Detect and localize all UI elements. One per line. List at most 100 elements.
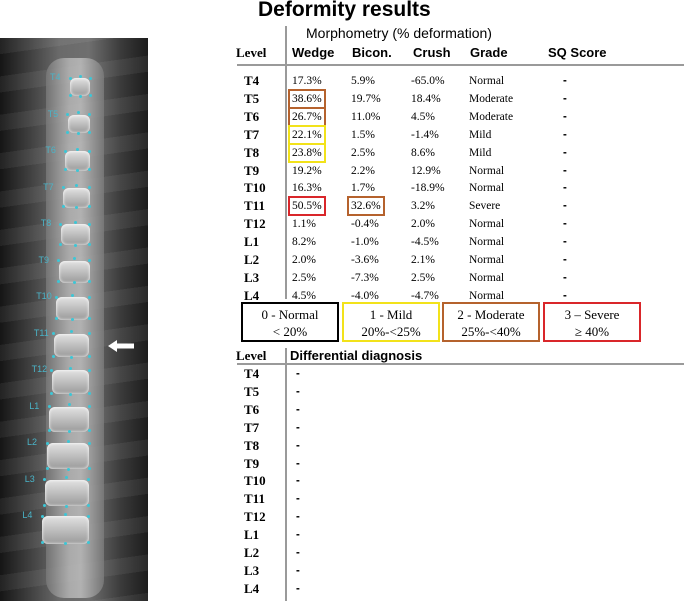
vertebra-label: L3 [24,473,35,484]
table-divider-vertical [285,26,287,299]
landmark-dot [87,541,91,545]
cell-grade: Normal [469,182,505,195]
diagnosis-row: T8- [0,438,685,456]
landmark-dot [68,366,72,370]
landmark-dot [87,514,91,518]
landmark-dot [50,368,54,372]
row-level: L1 [244,234,260,250]
row-level: T6 [244,108,260,124]
row-level: T5 [244,90,260,106]
landmark-dot [88,242,92,246]
landmark-dot [87,441,91,445]
landmark-dot [78,74,82,78]
table-subtitle: Morphometry (% deformation) [306,25,492,41]
vertebra-label: L1 [29,400,40,411]
cell-bicon: 11.0% [351,110,381,123]
diagnosis-value: - [296,403,300,416]
header-wedge: Wedge [292,45,335,60]
diagnosis-level: T5 [244,383,260,399]
header-grade: Grade [470,45,508,60]
diagnosis-row: T5- [0,384,685,402]
vertebra-label: T12 [31,364,48,374]
vertebra-body [56,297,90,320]
legend-normal: 0 - Normal < 20% [241,302,339,342]
cell-wedge: 1.1% [292,218,316,231]
vertebra-label: T6 [45,145,56,155]
row-level: L4 [244,287,260,303]
cell-crush: 8.6% [411,146,435,159]
cell-grade: Moderate [469,110,514,123]
vertebra-label: T4 [50,72,61,82]
landmark-dot [72,257,76,260]
landmark-dot [66,130,70,134]
landmark-dot [87,503,91,507]
landmark-dot [45,466,49,470]
diagnosis-value: - [296,493,300,506]
cell-sq: - [563,92,567,105]
landmark-dot [73,243,77,247]
landmark-dot [87,332,91,335]
cell-bicon: -4.0% [351,289,379,302]
page-title: Deformity results [258,0,431,21]
cell-crush: 2.5% [411,271,435,284]
cell-wedge: 22.1% [288,124,326,145]
landmark-dot [64,542,68,546]
landmark-dot [43,478,47,481]
landmark-dot [72,281,76,284]
legend-moderate: 2 - Moderate 25%-<40% [442,302,540,342]
landmark-dot [68,93,72,97]
landmark-dot [87,295,91,299]
diagnosis-value: - [296,547,300,559]
legend-severe-range: ≥ 40% [574,324,610,339]
landmark-dot [88,93,92,97]
landmark-dot [70,355,74,359]
cell-grade: Normal [469,289,505,302]
cell-crush: 18.4% [411,92,441,105]
landmark-dot [66,113,70,116]
diagnosis-value: - [296,457,300,470]
cell-grade: Normal [469,164,505,177]
row-level: T12 [244,216,266,232]
vertebra-body [47,443,89,469]
cell-sq: - [563,164,567,177]
vertebra-body [53,333,90,358]
cell-crush: 4.5% [411,110,435,123]
cell-wedge: 26.7% [288,106,326,127]
landmark-dot [88,259,91,262]
landmark-dot [54,317,58,321]
cell-wedge: 4.5% [292,289,316,302]
landmark-dot [88,222,92,226]
vertebra-body [58,260,90,283]
vertebra-label: L4 [22,510,33,520]
legend-moderate-title: 2 - Moderate [457,307,525,322]
landmark-dot [64,512,68,516]
diagnosis-row: T6- [0,402,685,420]
cell-crush: -1.4% [411,128,439,141]
cell-wedge: 16.3% [292,182,322,195]
legend-mild: 1 - Mild 20%-<25% [342,302,440,342]
landmark-dot [74,206,78,210]
cell-grade: Normal [469,254,505,266]
diagnosis-row: T9- [0,456,685,474]
landmark-dot [47,405,51,408]
landmark-dot [77,111,81,114]
cell-sq: - [563,236,567,249]
row-level: T10 [244,180,266,196]
spine-column [46,58,104,598]
cell-bicon: -3.6% [351,254,379,266]
cell-bicon: 2.5% [351,146,375,159]
landmark-dot [59,222,63,226]
cell-sq: - [563,254,567,266]
landmark-dot [87,354,91,358]
landmark-dot [88,130,92,134]
diagnosis-value: - [296,439,300,452]
header-crush: Crush [413,45,451,60]
cell-crush: 2.1% [411,254,435,266]
